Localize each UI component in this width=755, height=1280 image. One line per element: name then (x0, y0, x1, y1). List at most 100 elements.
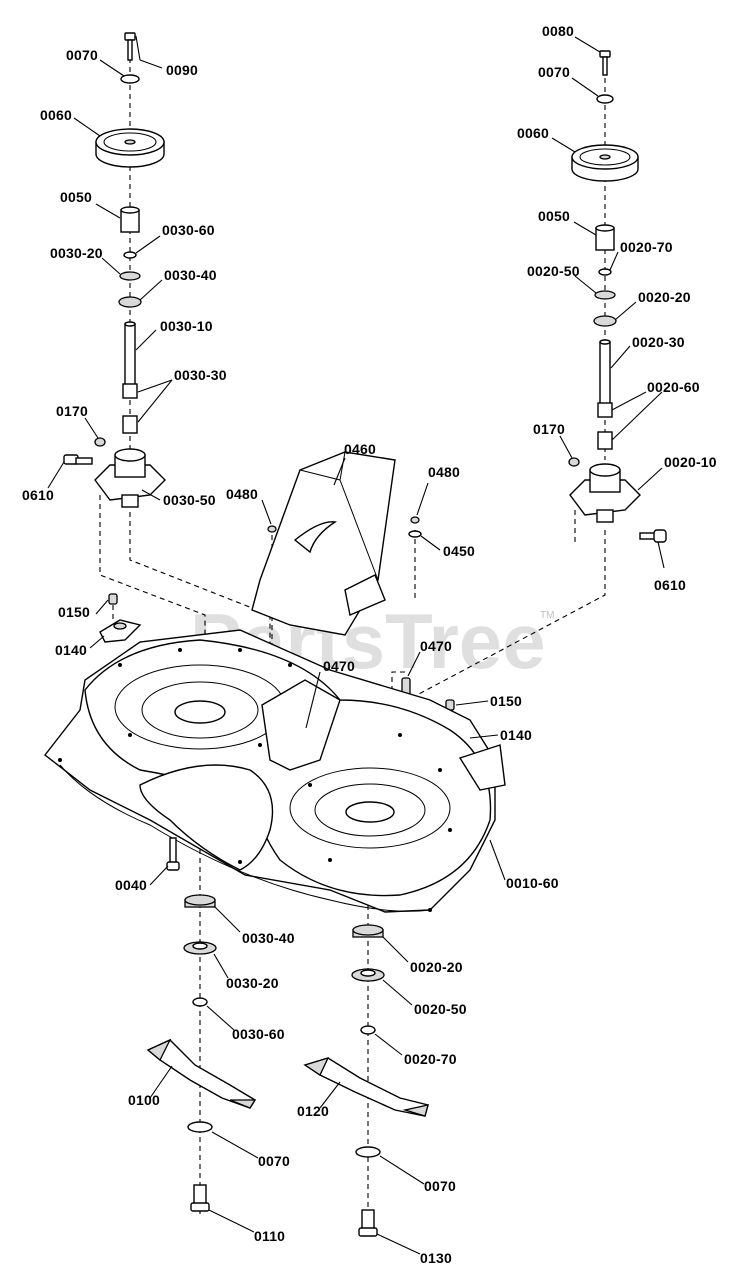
label-0070-b: 0070 (538, 64, 570, 80)
bushing-0050-right (595, 224, 615, 251)
label-0150-a: 0150 (58, 604, 90, 620)
label-0460: 0460 (344, 441, 376, 457)
label-0040: 0040 (115, 877, 147, 893)
grease-fitting-0610-left (63, 454, 93, 465)
label-0020-30: 0020-30 (632, 334, 685, 350)
bearing-0030-40-bottom (184, 894, 216, 908)
label-0020-70-b: 0020-70 (404, 1051, 457, 1067)
grease-fitting-0610-right (639, 529, 667, 543)
label-0100: 0100 (128, 1092, 160, 1108)
left-spindle-assembly (63, 32, 166, 508)
spindle-housing-0020-10 (569, 463, 641, 523)
ring-0020-70-bottom (360, 1025, 376, 1035)
watermark-trademark: TM (540, 610, 554, 621)
label-0060-b: 0060 (517, 125, 549, 141)
spacer-0020-60-upper (597, 402, 613, 418)
ring-0020-70-top (598, 268, 612, 276)
label-0140-b: 0140 (500, 727, 532, 743)
label-0480-b: 0480 (428, 464, 460, 480)
bolt-0040 (166, 837, 180, 871)
label-0130: 0130 (420, 1250, 452, 1266)
shaft-0020-30 (599, 339, 611, 405)
label-0140-a: 0140 (55, 642, 87, 658)
screw-0150-left (108, 593, 118, 605)
label-0020-50-b: 0020-50 (414, 1001, 467, 1017)
bearing-0020-20-bottom (352, 924, 384, 938)
label-0030-40-b: 0030-40 (242, 930, 295, 946)
deck-rivets (58, 648, 452, 912)
label-0170-b: 0170 (533, 421, 565, 437)
label-0050-b: 0050 (538, 208, 570, 224)
shield-0020-50-top (594, 290, 616, 300)
spacer-0030-30-lower (122, 415, 138, 434)
washer-0070-bottom-right (355, 1146, 381, 1158)
nut-0170-left (94, 437, 106, 447)
mower-deck-0010-60 (44, 629, 506, 913)
bracket-0140-left (99, 619, 142, 643)
bolt-0130 (358, 1209, 378, 1237)
washer-0070-bottom-left (187, 1121, 213, 1133)
label-0020-10: 0020-10 (664, 454, 717, 470)
label-0470-a: 0470 (420, 638, 452, 654)
label-0170-a: 0170 (56, 403, 88, 419)
label-0020-60: 0020-60 (647, 379, 700, 395)
lower-left-spindle-parts (146, 894, 257, 1212)
spindle-housing-0030-50 (94, 448, 166, 508)
washer-0070-right-top (596, 94, 614, 104)
label-0010-60: 0010-60 (506, 875, 559, 891)
bearing-0030-40-top (118, 296, 142, 308)
bolt-0090 (124, 32, 136, 61)
spacer-0030-30-upper (122, 383, 138, 399)
label-0070-c: 0070 (258, 1153, 290, 1169)
label-0610-a: 0610 (22, 487, 54, 503)
label-0070-d: 0070 (424, 1178, 456, 1194)
label-0030-60-a: 0030-60 (162, 222, 215, 238)
label-0030-50: 0030-50 (163, 492, 216, 508)
shield-0030-20-top (119, 271, 141, 281)
label-0470-b: 0470 (323, 658, 355, 674)
label-0480-a: 0480 (226, 486, 258, 502)
label-0030-30: 0030-30 (174, 367, 227, 383)
bolt-0080 (599, 50, 611, 76)
shield-0020-50-bottom (351, 968, 385, 982)
label-0020-20-a: 0020-20 (638, 289, 691, 305)
label-0080: 0080 (542, 23, 574, 39)
label-0020-20-b: 0020-20 (410, 959, 463, 975)
lower-right-spindle-parts (303, 924, 429, 1237)
nut-0480-right (410, 516, 420, 524)
label-0060-a: 0060 (40, 107, 72, 123)
label-0610-b: 0610 (654, 577, 686, 593)
part-number-labels: 0070 0090 0080 0070 0060 0060 0050 0030-… (22, 23, 717, 1266)
label-0030-40-a: 0030-40 (164, 267, 217, 283)
leader-lines (47, 35, 665, 1255)
blade-0100 (146, 1038, 257, 1109)
label-0050-a: 0050 (60, 189, 92, 205)
right-spindle-assembly (568, 50, 667, 543)
label-0030-10: 0030-10 (160, 318, 213, 334)
bolt-0110 (190, 1184, 210, 1212)
blade-0120 (303, 1056, 429, 1117)
label-0120: 0120 (297, 1103, 329, 1119)
label-0030-20-b: 0030-20 (226, 975, 279, 991)
pulley-0060-right (571, 144, 639, 182)
ring-0030-60-bottom (192, 997, 208, 1007)
label-0110: 0110 (254, 1228, 285, 1244)
label-0450: 0450 (443, 543, 475, 559)
nut-0480-left (267, 525, 277, 533)
pulley-0060-left (95, 128, 165, 168)
nut-0170-right (568, 457, 580, 467)
spacer-0020-60-lower (597, 431, 613, 450)
washer-0070-left-top (120, 74, 140, 84)
ring-0030-60-top (123, 251, 137, 259)
shield-0030-20-bottom (183, 941, 217, 955)
washer-0450 (408, 530, 422, 538)
label-0090: 0090 (166, 62, 198, 78)
bushing-0050-left (120, 206, 140, 233)
label-0150-b: 0150 (490, 693, 522, 709)
label-0020-70-a: 0020-70 (620, 239, 673, 255)
label-0030-60-b: 0030-60 (232, 1026, 285, 1042)
bearing-0020-20-top (593, 315, 617, 327)
label-0070-a: 0070 (66, 47, 98, 63)
shaft-0030-10 (124, 321, 136, 387)
